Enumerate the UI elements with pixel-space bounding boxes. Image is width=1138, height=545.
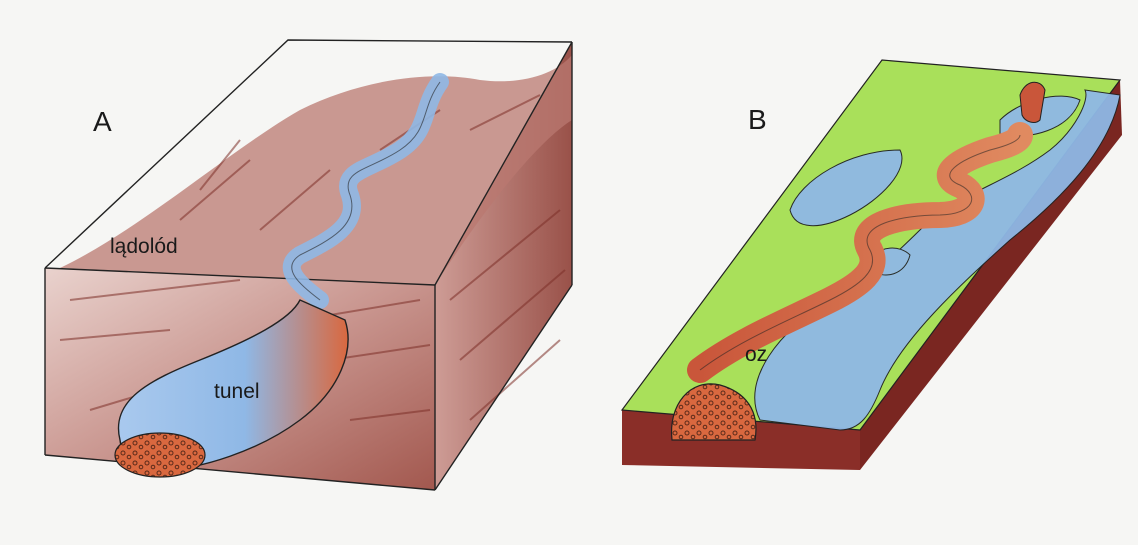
tunnel-label: tunel [214,381,260,402]
panel-a-block [45,40,572,490]
panel-b-label: B [748,106,767,134]
tunnel-sediment [115,433,205,477]
panel-a-label: A [93,108,112,136]
panel-b-block [622,60,1122,470]
esker-label: oz [745,344,767,365]
ice-sheet-label: lądolód [110,236,178,257]
